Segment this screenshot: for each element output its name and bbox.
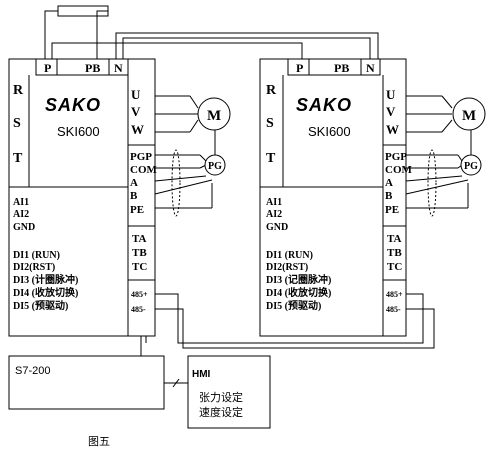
right-terminal-t: T	[266, 151, 276, 166]
left-motor	[197, 97, 231, 131]
left-terminal-tc: TC	[132, 261, 147, 273]
left-terminal-s: S	[13, 116, 21, 131]
left-ai1: AI1	[13, 197, 29, 208]
right-di2: DI2(RST)	[266, 262, 308, 273]
right-motor-label: M	[462, 108, 476, 124]
plc-block: S7-200	[8, 355, 188, 410]
right-terminal-tc: TC	[387, 261, 402, 273]
right-terminal-v: V	[386, 104, 396, 119]
right-terminal-r: R	[266, 83, 277, 98]
left-terminal-ta: TA	[132, 233, 147, 245]
right-brand-logo: SAKO	[296, 95, 352, 115]
right-encoder-label: PG	[464, 161, 478, 172]
right-di3: DI3 (记圈脉冲)	[266, 273, 331, 286]
left-terminal-w: W	[131, 122, 144, 137]
left-terminal-tb: TB	[132, 247, 147, 259]
left-terminal-n: N	[114, 61, 123, 75]
hmi-block: HMI 张力设定 速度设定	[187, 355, 271, 429]
right-terminal-n: N	[366, 61, 375, 75]
rs485-wiring	[140, 293, 435, 356]
right-terminal-w: W	[386, 122, 399, 137]
right-terminal-pgp: PGP	[385, 151, 407, 163]
right-model-label: SKI600	[308, 124, 351, 139]
right-di5: DI5 (预驱动)	[266, 299, 321, 312]
right-ai1: AI1	[266, 197, 282, 208]
drive-right: P PB N R S T SAKO SKI600 U V W PGP COM A…	[259, 58, 413, 337]
right-di1: DI1 (RUN)	[266, 250, 313, 261]
left-di4: DI4 (收放切换)	[13, 286, 78, 299]
left-ai2: AI2	[13, 209, 29, 220]
drive-left-body	[8, 58, 156, 337]
right-motor	[452, 97, 486, 131]
left-motor-label: M	[207, 108, 221, 124]
left-model-label: SKI600	[57, 124, 100, 139]
right-terminal-pb: PB	[334, 61, 349, 75]
hmi-panel	[187, 355, 271, 429]
left-di1: DI1 (RUN)	[13, 250, 60, 261]
right-terminal-com: COM	[385, 164, 413, 176]
right-terminal-pe: PE	[385, 204, 399, 216]
left-terminal-v: V	[131, 104, 141, 119]
left-di2: DI2(RST)	[13, 262, 55, 273]
right-ai2: AI2	[266, 209, 282, 220]
left-terminal-pgp: PGP	[130, 151, 152, 163]
left-brand-logo: SAKO	[45, 95, 101, 115]
left-terminal-p: P	[44, 61, 51, 75]
left-terminal-485p: 485+	[131, 290, 148, 299]
right-motor-wiring: M PG	[405, 95, 486, 217]
right-terminal-b: B	[385, 190, 393, 202]
right-terminal-tb: TB	[387, 247, 402, 259]
figure-caption: 图五	[88, 435, 110, 448]
left-terminal-com: COM	[130, 164, 158, 176]
hmi-label: HMI	[192, 369, 211, 380]
plc-label: S7-200	[15, 365, 50, 377]
right-terminal-a: A	[385, 177, 393, 189]
dc-bus-wiring	[44, 5, 379, 59]
left-terminal-b: B	[130, 190, 138, 202]
hmi-line-speed: 速度设定	[199, 405, 243, 419]
right-terminal-ta: TA	[387, 233, 402, 245]
plc-s7-200	[8, 355, 165, 410]
left-terminal-u: U	[131, 87, 141, 102]
right-terminal-s: S	[266, 116, 274, 131]
left-terminal-pb: PB	[85, 61, 100, 75]
left-gnd: GND	[13, 222, 35, 233]
right-terminal-485p: 485+	[386, 290, 403, 299]
left-di3: DI3 (计圈脉冲)	[13, 273, 78, 286]
left-di5: DI5 (预驱动)	[13, 299, 68, 312]
drive-right-body	[259, 58, 407, 337]
right-terminal-u: U	[386, 87, 396, 102]
right-di4: DI4 (收放切换)	[266, 286, 331, 299]
drive-left: P PB N R S T SAKO SKI600 U V W PGP COM A…	[8, 58, 158, 337]
left-terminal-r: R	[13, 83, 24, 98]
left-terminal-pe: PE	[130, 204, 144, 216]
left-terminal-t: T	[13, 151, 23, 166]
right-gnd: GND	[266, 222, 288, 233]
hmi-line-tension: 张力设定	[199, 390, 243, 404]
right-terminal-p: P	[296, 61, 303, 75]
left-terminal-a: A	[130, 177, 138, 189]
left-motor-wiring: M PG	[154, 95, 231, 217]
left-terminal-485n: 485-	[131, 305, 146, 314]
left-encoder-label: PG	[208, 161, 222, 172]
right-terminal-485n: 485-	[386, 305, 401, 314]
